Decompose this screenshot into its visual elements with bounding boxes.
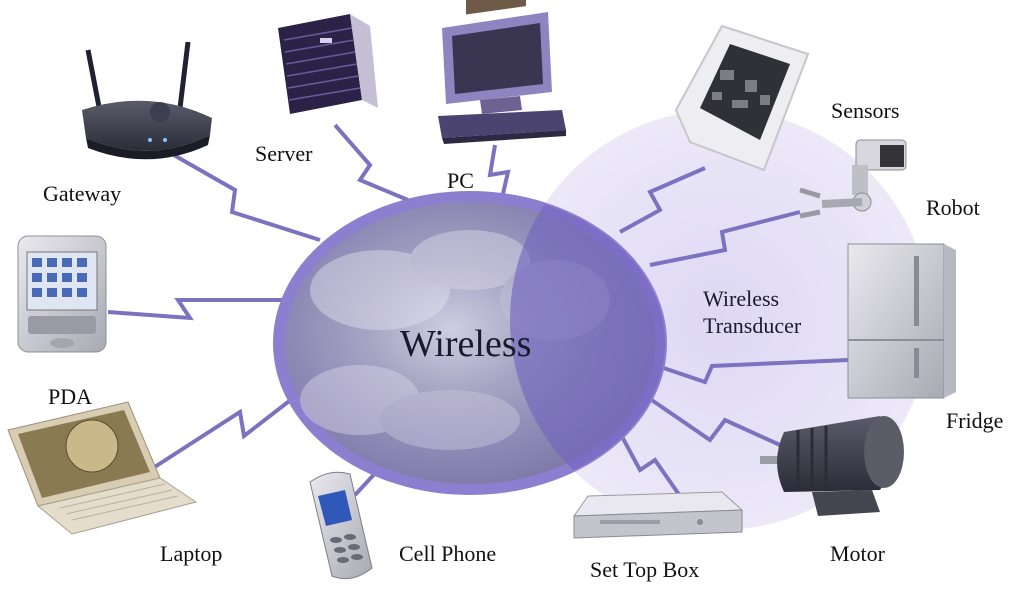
link-settopbox <box>610 417 682 498</box>
pda-icon <box>17 235 107 353</box>
link-robot <box>649 210 801 267</box>
link-server <box>333 123 409 202</box>
link-pc <box>487 144 511 199</box>
label-set-top-box: Set Top Box <box>590 557 700 582</box>
label-pc: PC <box>447 168 474 193</box>
link-gateway <box>164 148 321 242</box>
link-laptop <box>148 383 312 472</box>
transducer-label: Wireless Transducer <box>703 285 801 339</box>
label-pda: PDA <box>48 384 93 409</box>
links <box>107 123 849 498</box>
laptop-icon <box>7 401 198 535</box>
server-icon <box>278 14 378 114</box>
label-fridge: Fridge <box>946 408 1004 433</box>
transducer-label-line1: Wireless <box>703 286 780 311</box>
label-motor: Motor <box>830 541 885 566</box>
gateway-router-icon <box>82 41 212 160</box>
sensor-board-icon <box>674 24 810 172</box>
link-pda <box>107 298 282 321</box>
link-motor <box>638 390 781 447</box>
label-server: Server <box>255 141 313 166</box>
label-sensors: Sensors <box>831 98 900 123</box>
pc-icon <box>438 0 566 144</box>
fridge-icon <box>847 243 956 399</box>
cell-phone-icon <box>309 471 373 580</box>
link-sensors <box>619 166 706 234</box>
label-gateway: Gateway <box>43 181 122 206</box>
link-fridge <box>639 358 849 385</box>
robot-arm-icon <box>799 139 907 219</box>
center-label-wireless: Wireless <box>400 323 532 365</box>
motor-icon <box>760 416 904 516</box>
set-top-box-icon <box>573 491 744 539</box>
transducer-label-line2: Transducer <box>703 313 802 338</box>
label-robot: Robot <box>926 195 980 220</box>
label-cell-phone: Cell Phone <box>399 541 497 566</box>
label-laptop: Laptop <box>160 541 223 566</box>
